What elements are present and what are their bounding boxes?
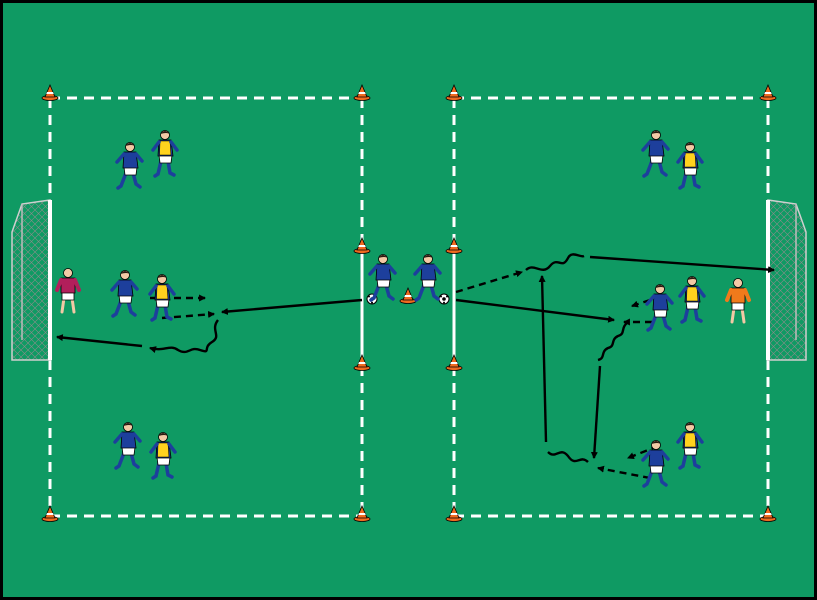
dribble-arrow — [547, 451, 589, 463]
right-goal — [766, 199, 807, 361]
pass-arrow — [538, 274, 548, 443]
dribble-arrow — [597, 321, 629, 362]
soccer-ball-icon — [438, 293, 450, 305]
dribble-arrow — [148, 319, 220, 354]
pass-arrow — [455, 298, 616, 323]
shot-arrow — [589, 255, 776, 274]
left-zone — [48, 96, 364, 518]
run-arrow — [631, 298, 651, 308]
run-arrow — [161, 310, 216, 320]
pass-arrow — [220, 298, 363, 315]
movement-arrows — [55, 253, 776, 480]
left-goal — [11, 199, 52, 361]
shot-arrow — [55, 334, 143, 348]
pass-arrow — [590, 365, 602, 460]
dribble-arrow — [525, 253, 585, 271]
run-arrow — [596, 465, 651, 480]
